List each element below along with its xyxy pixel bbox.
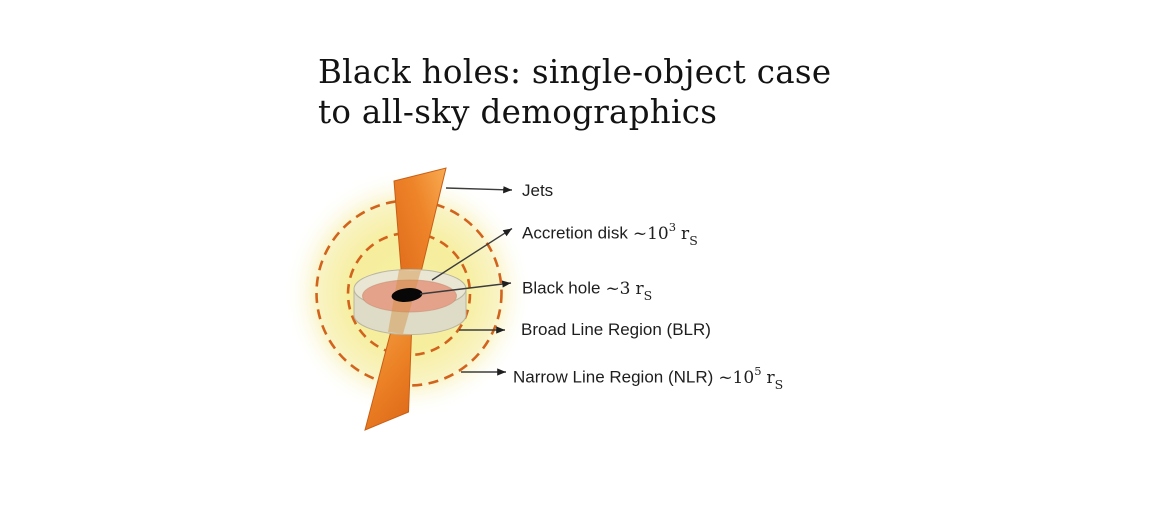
slide-title-line1: Black holes: single-object case [318,53,832,91]
accretion-disk-arrow [431,227,513,281]
slide-title-line2: to all-sky demographics [318,93,718,131]
jet-through-band [388,270,421,334]
label-jets: Jets [522,180,553,202]
slide-title: Black holes: single-object case to all-s… [318,52,831,132]
label-black-hole-text: Black hole [522,278,601,298]
label-accretion-disk-text: Accretion disk [522,223,628,243]
label-blr-text: Broad Line Region (BLR) [521,320,711,339]
label-jets-text: Jets [522,181,554,200]
black-hole-arrow [419,280,512,295]
jets-arrow [445,186,513,194]
label-blr: Broad Line Region (BLR) [521,319,711,341]
label-nlr-text: Narrow Line Region (NLR) [513,367,714,387]
black-hole-ellipse [391,288,423,302]
blr-dashed-circle [346,231,472,357]
